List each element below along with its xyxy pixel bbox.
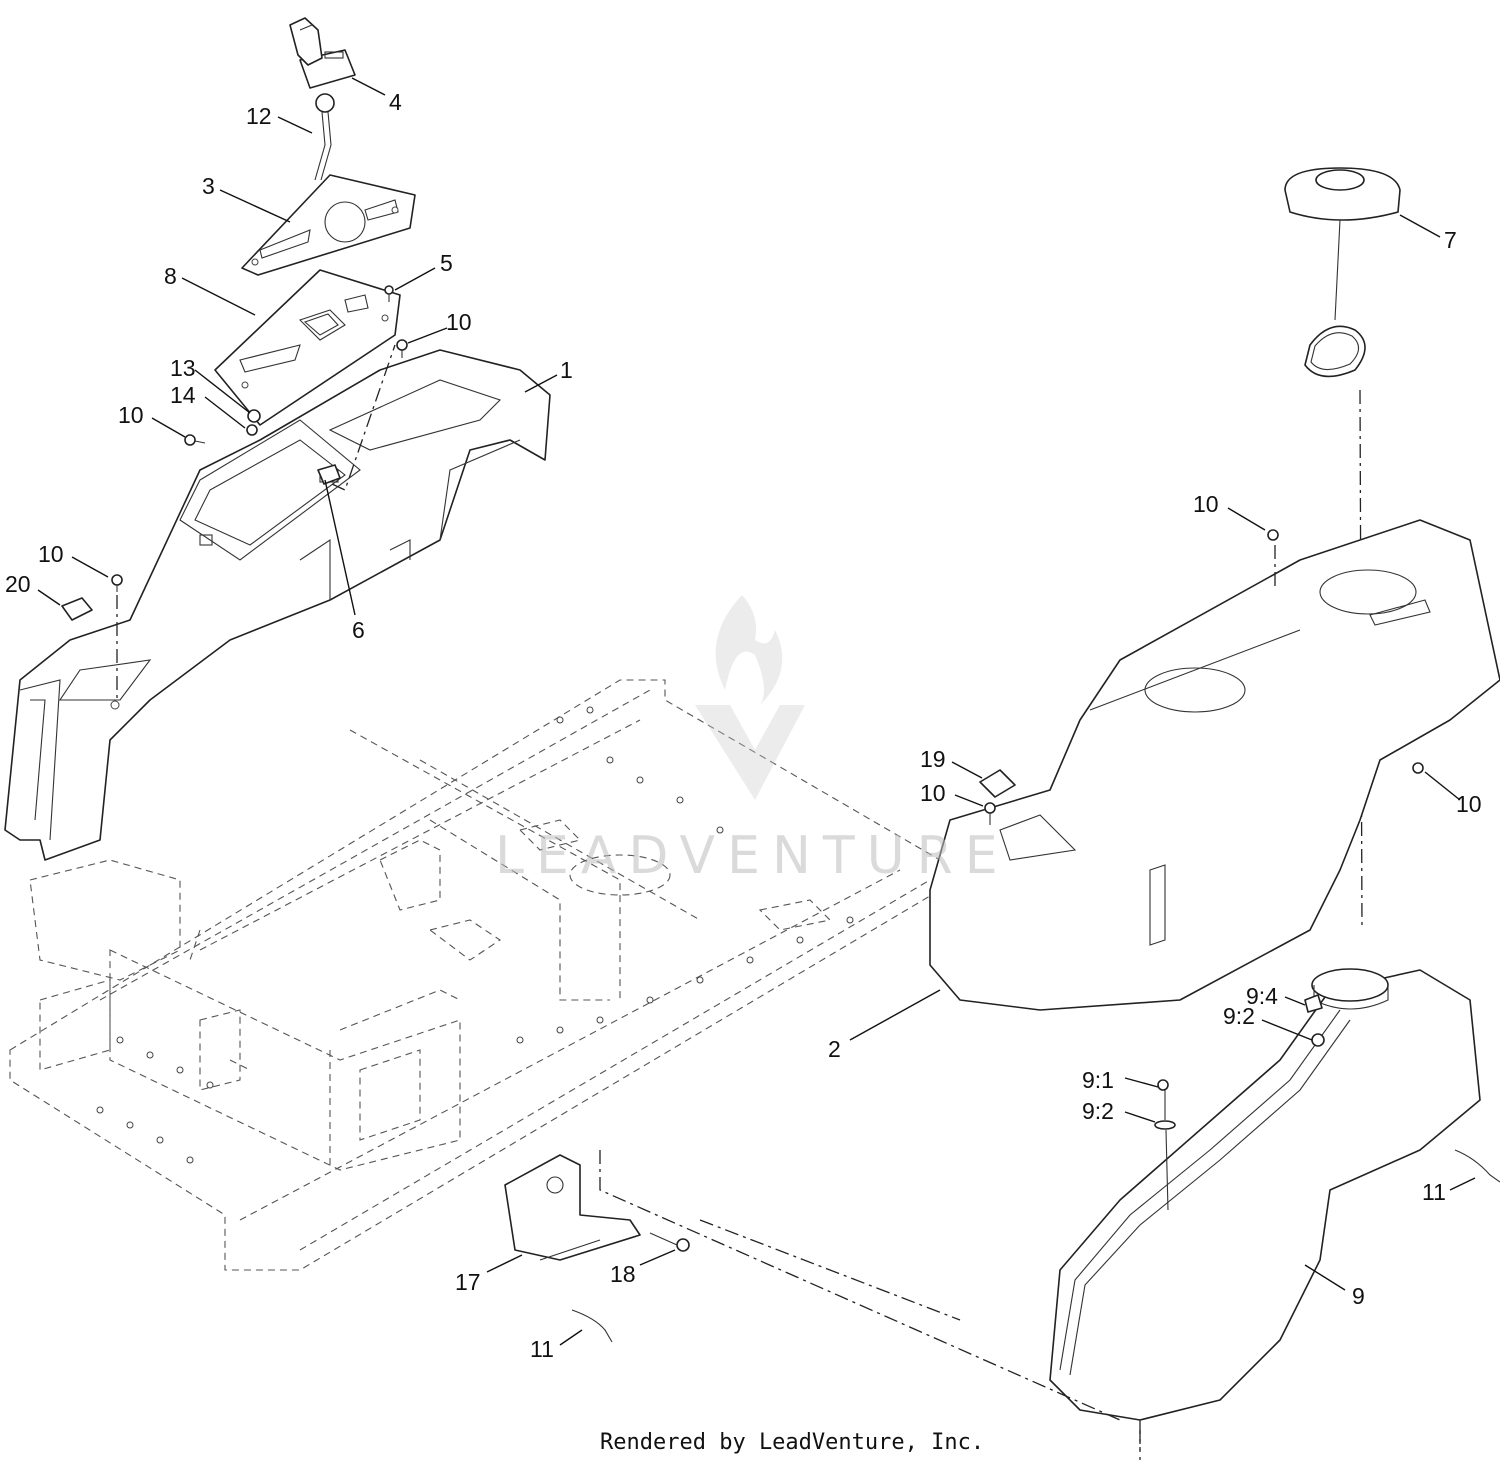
callout-10-f: 10: [1456, 791, 1482, 817]
part-19-plug: [979, 769, 1016, 798]
part-11-clip-a: [1454, 1149, 1500, 1183]
callout-12: 12: [246, 103, 272, 129]
part-13-14-washer-nut: [246, 409, 261, 436]
chassis-frame: [9, 679, 941, 1271]
part-10-screw-c: [110, 574, 123, 710]
part-4-key-switch: [289, 17, 356, 89]
part-10-screw-b: [184, 434, 206, 446]
part-10-screw-e: [1267, 529, 1279, 590]
part-10-screw-a: [396, 339, 408, 358]
part-7-fuel-cap: [1284, 167, 1401, 931]
callout-11-a: 11: [1422, 1179, 1446, 1205]
part-5-screw: [384, 285, 394, 302]
part-3-decal-plate: [241, 174, 416, 276]
frame-holes: [96, 706, 854, 1164]
callout-20: 20: [5, 571, 31, 597]
callout-8: 8: [164, 263, 177, 289]
callout-11-b: 11: [530, 1336, 554, 1362]
watermark-text: LEADVENTURE: [495, 826, 1010, 886]
part-6-clip: [317, 344, 396, 491]
part-10-screw-d: [984, 802, 996, 825]
callout-18: 18: [610, 1261, 636, 1287]
callout-10-a: 10: [446, 309, 472, 335]
callout-5: 5: [440, 250, 453, 276]
part-11-clip-b: [571, 1309, 613, 1343]
part-20-plug: [61, 597, 93, 621]
part-1-left-fender: [4, 349, 551, 861]
part-10-screw-f: [1412, 762, 1424, 774]
callout-4: 4: [389, 89, 402, 115]
part-12-lever: [314, 93, 335, 181]
callout-10-d: 10: [1193, 491, 1219, 517]
callout-19: 19: [920, 746, 946, 772]
callout-3: 3: [202, 173, 215, 199]
callout-9-2-a: 9:2: [1223, 1003, 1255, 1029]
part-2-right-fender: [929, 519, 1500, 1011]
part-18-bolt: [649, 1232, 690, 1252]
callout-6: 6: [352, 617, 365, 643]
callout-17: 17: [455, 1269, 481, 1295]
callout-labels: 4 12 3 8 5 10 1 13 14 10 10 20 6 7 10 19…: [5, 89, 1482, 1362]
callout-10-c: 10: [38, 541, 64, 567]
footer-credit: Rendered by LeadVenture, Inc.: [600, 1430, 984, 1455]
callout-1: 1: [560, 357, 573, 383]
callout-2: 2: [828, 1036, 841, 1062]
callout-9-2-b: 9:2: [1082, 1098, 1114, 1124]
callout-13: 13: [170, 355, 196, 381]
watermark-logo: LEADVENTURE: [495, 595, 1010, 886]
callout-14: 14: [170, 382, 196, 408]
part-17-bracket: [504, 1154, 641, 1261]
part-9-fuel-tank: [1049, 968, 1481, 1450]
callout-9-1: 9:1: [1082, 1067, 1114, 1093]
callout-10-e: 10: [920, 780, 946, 806]
callout-9-4: 9:4: [1246, 983, 1278, 1009]
callout-9: 9: [1352, 1283, 1365, 1309]
callout-7: 7: [1444, 227, 1457, 253]
callout-leaders: [37, 77, 1476, 1346]
assembly-phantom-lines: [599, 1150, 1141, 1460]
callout-10-b: 10: [118, 402, 144, 428]
